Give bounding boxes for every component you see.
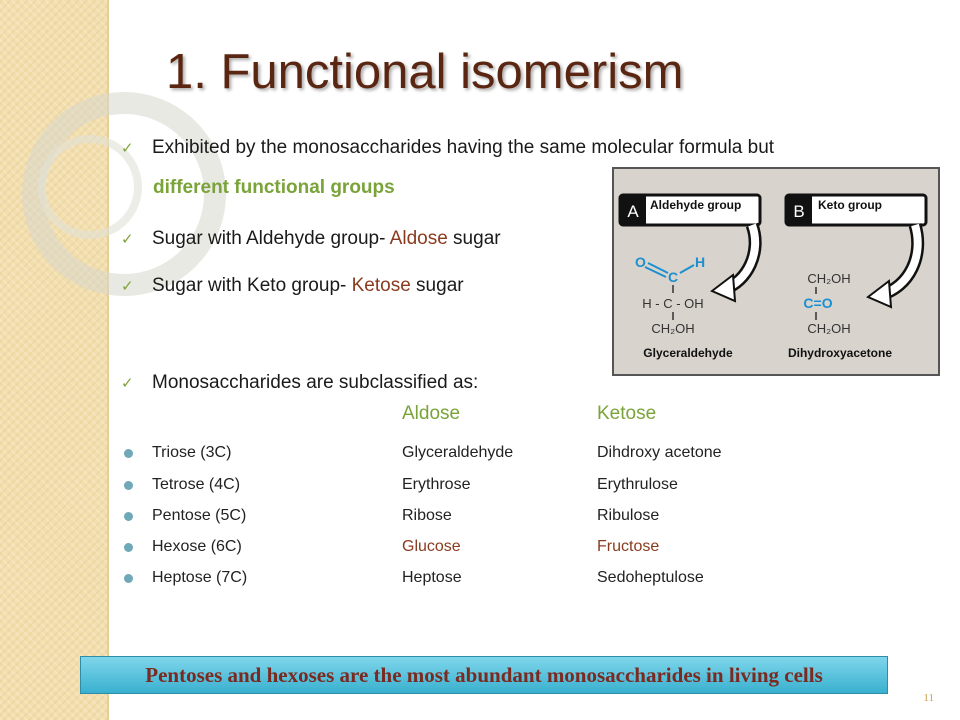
highlight-ketose: Ketose <box>351 275 411 296</box>
side-band-edge <box>107 0 109 720</box>
letter-a-box <box>620 195 646 225</box>
aldose-name: Glyceraldehyde <box>402 444 514 461</box>
sugar-type: Hexose (6C) <box>152 538 242 555</box>
sugar-type: Tetrose (4C) <box>152 476 241 493</box>
decorative-ring-small <box>38 135 142 239</box>
aldose-name: Erythrose <box>402 476 471 493</box>
bullet-exhibited: ✓ Exhibited by the monosaccharides having… <box>121 137 774 159</box>
ketose-name: Dihdroxy acetone <box>597 444 722 461</box>
bullet-dot-icon <box>124 543 133 552</box>
bullet-text-end: sugar <box>410 275 464 296</box>
aldose-name: Heptose <box>402 569 462 586</box>
sugar-type: Heptose (7C) <box>152 569 248 586</box>
highlight-aldose: Aldose <box>389 228 448 249</box>
letter-a: A <box>627 202 639 221</box>
atom-h: H <box>695 254 705 270</box>
bullet-subclassified: ✓ Monosaccharides are subclassified as: <box>121 372 478 394</box>
aldehyde-label: Aldehyde group <box>650 198 741 212</box>
functional-group-figure: A Aldehyde group B Keto group O H C H - … <box>612 167 940 376</box>
table-row: Triose (3C) Glyceraldehyde Dihdroxy acet… <box>124 444 824 464</box>
ketose-name: Erythrulose <box>597 476 678 493</box>
bond-ch <box>679 264 695 274</box>
check-icon: ✓ <box>121 278 134 295</box>
bullet-ketose: ✓ Sugar with Keto group- Ketose sugar <box>121 275 464 297</box>
atom-c: C <box>668 269 678 285</box>
aldehyde-arrow-head <box>710 273 737 303</box>
bond-co <box>644 266 667 278</box>
carbonyl-group: C=O <box>803 295 832 311</box>
bullet-dot-icon <box>124 574 133 583</box>
table-row: Pentose (5C) Ribose Ribulose <box>124 507 824 527</box>
ketose-name: Fructose <box>597 538 660 555</box>
column-header-aldose: Aldose <box>402 403 461 424</box>
column-header-ketose: Ketose <box>597 403 657 424</box>
glyceraldehyde-bottom: CH₂OH <box>651 321 694 336</box>
bullet-text-end: sugar <box>447 228 501 249</box>
dihydroxyacetone-name: Dihydroxyacetone <box>788 346 892 360</box>
bullet-dot-icon <box>124 481 133 490</box>
bullet-text: Monosaccharides are subclassified as: <box>152 372 479 393</box>
bullet-text: Exhibited by the monosaccharides having … <box>152 137 775 158</box>
table-row: Heptose (7C) Heptose Sedoheptulose <box>124 569 824 589</box>
slide-title: 1. Functional isomerism <box>166 45 684 99</box>
bullet-dot-icon <box>124 512 133 521</box>
table-row: Hexose (6C) Glucose Fructose <box>124 538 824 558</box>
keto-label: Keto group <box>818 198 882 212</box>
atom-o: O <box>635 254 646 270</box>
bullet-text: Sugar with Keto group- <box>152 275 352 296</box>
glyceraldehyde-middle: H - C - OH <box>642 296 703 311</box>
check-icon: ✓ <box>121 140 134 157</box>
bullet-subline: different functional groups <box>153 177 395 198</box>
summary-banner: Pentoses and hexoses are the most abunda… <box>80 656 888 694</box>
check-icon: ✓ <box>121 375 134 392</box>
bond-co-double <box>647 262 669 274</box>
table-row: Tetrose (4C) Erythrose Erythrulose <box>124 476 824 496</box>
dihydroxyacetone-bottom: CH₂OH <box>807 321 850 336</box>
dihydroxyacetone-top: CH₂OH <box>807 271 850 286</box>
sugar-type: Triose (3C) <box>152 444 232 461</box>
sugar-type: Pentose (5C) <box>152 507 247 524</box>
bullet-dot-icon <box>124 449 133 458</box>
ketose-name: Sedoheptulose <box>597 569 704 586</box>
aldose-name: Glucose <box>402 538 461 555</box>
bullet-aldose: ✓ Sugar with Aldehyde group- Aldose sugar <box>121 228 501 250</box>
letter-b: B <box>793 202 804 221</box>
letter-b-box <box>786 195 812 225</box>
bullet-text: Sugar with Aldehyde group- <box>152 228 390 249</box>
aldose-name: Ribose <box>402 507 452 524</box>
check-icon: ✓ <box>121 231 134 248</box>
keto-arrow-head <box>866 279 893 309</box>
glyceraldehyde-name: Glyceraldehyde <box>643 346 733 360</box>
banner-text: Pentoses and hexoses are the most abunda… <box>145 662 823 687</box>
ketose-name: Ribulose <box>597 507 660 524</box>
page-number: 11 <box>923 692 934 704</box>
